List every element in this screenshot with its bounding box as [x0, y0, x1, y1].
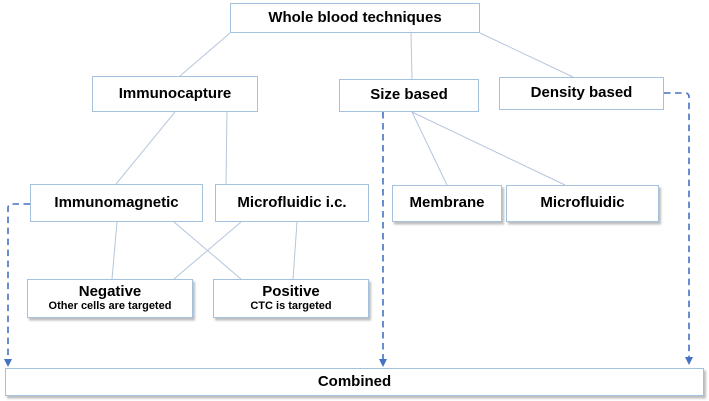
- connector-microfluidic-ic-positive: [292, 221, 298, 280]
- connector-root-density-based: [479, 32, 574, 78]
- node-membrane: Membrane: [392, 185, 502, 222]
- connector-immunocapture-microfluidic-ic: [225, 111, 228, 185]
- connector-microfluidic-ic-negative: [173, 221, 242, 280]
- arrowhead-left-combined: [4, 359, 12, 367]
- connector-size-based-microfluidic: [411, 111, 566, 186]
- node-density-based: Density based: [499, 77, 664, 110]
- dashed-connector-immunomagnetic-combined: [7, 203, 30, 359]
- node-positive-sublabel: CTC is targeted: [250, 300, 332, 313]
- arrowhead-right-combined: [685, 357, 693, 365]
- node-positive: Positive CTC is targeted: [213, 279, 369, 318]
- node-membrane-label: Membrane: [409, 194, 485, 212]
- node-whole-blood-techniques: Whole blood techniques: [230, 3, 480, 33]
- connector-immunocapture-immunomagnetic: [115, 111, 176, 185]
- node-size-based: Size based: [339, 79, 479, 112]
- arrowhead-middle-combined: [379, 359, 387, 367]
- dashed-connector-density-based-combined: [664, 92, 690, 357]
- node-immunocapture: Immunocapture: [92, 76, 258, 112]
- connector-root-immunocapture: [179, 32, 231, 77]
- connector-size-based-membrane: [411, 111, 448, 186]
- node-microfluidic-ic-label: Microfluidic i.c.: [237, 193, 347, 211]
- node-positive-label: Positive: [262, 282, 320, 300]
- node-microfluidic: Microfluidic: [506, 185, 659, 222]
- node-immunocapture-label: Immunocapture: [118, 84, 232, 102]
- connector-root-size-based: [410, 32, 413, 80]
- node-microfluidic-label: Microfluidic: [540, 194, 625, 212]
- connector-immunomagnetic-negative: [111, 221, 118, 280]
- node-negative-sublabel: Other cells are targeted: [48, 300, 172, 313]
- node-negative-label: Negative: [78, 282, 142, 300]
- node-immunomagnetic-label: Immunomagnetic: [54, 193, 179, 211]
- node-combined: Combined: [5, 368, 704, 396]
- node-combined-label: Combined: [317, 372, 392, 390]
- node-immunomagnetic: Immunomagnetic: [30, 184, 203, 222]
- node-microfluidic-ic: Microfluidic i.c.: [215, 184, 369, 222]
- node-negative: Negative Other cells are targeted: [27, 279, 193, 318]
- node-size-based-label: Size based: [370, 86, 448, 104]
- node-density-based-label: Density based: [530, 84, 633, 102]
- node-whole-blood-techniques-label: Whole blood techniques: [268, 8, 442, 26]
